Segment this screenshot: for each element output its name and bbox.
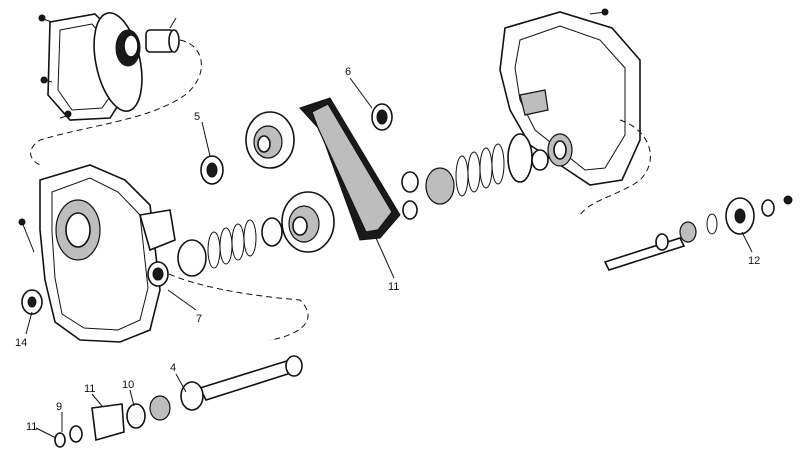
- callout-11-chain: 11: [388, 281, 399, 293]
- callout-4: 4: [170, 362, 176, 374]
- callout-14: 14: [15, 337, 27, 349]
- callout-12: 12: [748, 255, 760, 267]
- rear-cover-assembly: [38, 12, 180, 121]
- callouts: 5 6 11 12 14 7 4 10 11 9 11: [15, 66, 760, 439]
- callout-11-bottom: 11: [26, 421, 37, 433]
- drive-chain-assembly: [200, 97, 401, 253]
- callout-5: 5: [194, 111, 200, 123]
- spring-hub-stack: [401, 133, 549, 220]
- assembly-line-housing: [579, 119, 651, 216]
- assembly-line-cover: [30, 39, 202, 166]
- main-gear-case: [18, 164, 176, 343]
- callout-10: 10: [122, 379, 134, 391]
- output-shaft-assembly: [603, 195, 793, 271]
- lower-shaft-assembly: [54, 355, 303, 448]
- input-spring-stack: [147, 217, 283, 287]
- assembly-line-case: [159, 269, 309, 341]
- callout-7: 7: [196, 313, 202, 325]
- callout-6: 6: [345, 66, 351, 78]
- callout-11-lower: 11: [84, 383, 95, 395]
- front-housing: [499, 8, 641, 186]
- callout-9: 9: [56, 401, 62, 413]
